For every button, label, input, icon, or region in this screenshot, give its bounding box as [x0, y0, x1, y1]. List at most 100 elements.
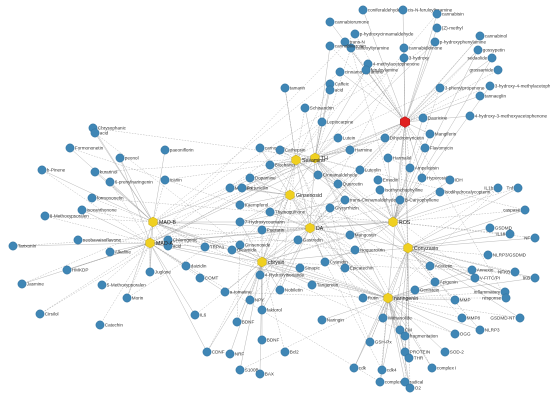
network-node[interactable]: cannabisin [432, 9, 464, 19]
hub-node[interactable]: MAO-A [145, 237, 174, 249]
node-circle[interactable] [257, 335, 267, 345]
network-node[interactable]: Gastrodin [293, 235, 323, 245]
network-node[interactable]: 3-hydroxy [399, 53, 430, 63]
node-circle[interactable] [345, 145, 355, 155]
network-node[interactable]: feruloylamine [361, 65, 399, 75]
node-circle[interactable] [399, 53, 409, 63]
node-circle[interactable] [475, 31, 485, 41]
network-node[interactable]: trans-N [340, 37, 365, 47]
network-node[interactable]: coniferaldehyde [358, 5, 401, 15]
network-node[interactable]: formononetin [87, 193, 124, 203]
node-circle[interactable] [320, 257, 330, 267]
node-circle[interactable] [255, 369, 265, 379]
node-circle[interactable] [345, 230, 355, 240]
node-circle[interactable] [255, 143, 265, 153]
network-node[interactable]: IKB [523, 273, 540, 283]
network-node[interactable]: faktorol [257, 305, 282, 315]
network-node[interactable]: TRPA1 [200, 242, 225, 252]
hub-node[interactable]: Ginsenosid [285, 189, 322, 201]
network-node[interactable]: isoxanthonone [77, 205, 117, 215]
network-node[interactable]: Alkaline [105, 247, 132, 257]
node-circle[interactable] [425, 261, 435, 271]
network-node[interactable]: Dopamine [245, 173, 276, 183]
network-node[interactable]: Biochanin [265, 160, 296, 170]
node-circle[interactable] [432, 23, 442, 33]
hub-node[interactable]: ROS [388, 216, 411, 228]
network-node[interactable]: Hyperoside [417, 173, 451, 183]
node-circle[interactable] [380, 133, 390, 143]
network-node[interactable]: Ampelopsin [405, 163, 439, 173]
node-circle[interactable] [365, 337, 375, 347]
node-circle[interactable] [395, 195, 405, 205]
network-node[interactable]: S100B [235, 365, 259, 375]
node-circle[interactable] [17, 279, 27, 289]
node-circle[interactable] [190, 310, 200, 320]
node-circle[interactable] [404, 353, 414, 363]
network-node[interactable]: GSDMD-NT [490, 313, 525, 323]
network-node[interactable]: Mangiferin [425, 129, 457, 139]
network-node[interactable]: carnosine [255, 143, 285, 153]
network-node[interactable]: 5-Methoxypsoralen [97, 280, 147, 290]
network-node[interactable]: acid [90, 128, 109, 138]
node-circle[interactable] [361, 65, 371, 75]
network-node[interactable]: icariin [160, 175, 182, 185]
network-node[interactable]: cdk [349, 363, 367, 373]
network-node[interactable]: Isoquercitrin [350, 245, 385, 255]
node-circle[interactable] [73, 235, 83, 245]
network-node[interactable]: IDH [445, 175, 463, 185]
node-circle[interactable] [467, 265, 477, 275]
network-node[interactable]: b-Pinene [37, 165, 66, 175]
node-circle[interactable] [425, 129, 435, 139]
node-circle[interactable] [255, 270, 265, 280]
node-circle[interactable] [90, 128, 100, 138]
network-node[interactable]: Tarixonin [8, 241, 37, 251]
network-node[interactable]: COMT [195, 273, 219, 283]
node-circle[interactable] [440, 347, 450, 357]
network-node[interactable]: a-tomatine [220, 287, 252, 297]
hub-marker[interactable] [305, 222, 315, 234]
network-node[interactable]: Nobiletin [275, 285, 303, 295]
network-node[interactable]: BDNF [232, 317, 255, 327]
network-node[interactable]: Glycyrrhizin [325, 203, 359, 213]
hub-marker[interactable] [383, 292, 393, 304]
network-node[interactable]: neobavaisoflavone [73, 235, 122, 245]
network-node[interactable]: kurarinol [90, 167, 118, 177]
node-circle[interactable] [87, 193, 97, 203]
hub-node[interactable]: TH [310, 152, 328, 164]
node-circle[interactable] [280, 83, 290, 93]
network-node[interactable]: p-hydroxycinnamaldehyde [350, 29, 414, 39]
node-circle[interactable] [163, 241, 173, 251]
network-node[interactable]: 3-hydroxy-4-methylacetophenone [485, 81, 550, 91]
node-circle[interactable] [470, 273, 480, 283]
node-circle[interactable] [485, 223, 495, 233]
node-circle[interactable] [501, 293, 511, 303]
network-node[interactable]: radical [400, 377, 424, 387]
network-node[interactable]: p-hydroxyphenylamine [430, 37, 487, 47]
network-node[interactable]: fragmentation [400, 331, 439, 341]
hub-node[interactable]: naringenin [383, 292, 419, 304]
network-node[interactable]: 4-hydroxy-3-methoxyacetophenone [465, 111, 548, 121]
node-circle[interactable] [235, 240, 245, 250]
network-node[interactable]: NLRP3 [475, 325, 500, 335]
node-circle[interactable] [395, 325, 405, 335]
network-node[interactable]: Puerarin [257, 225, 285, 235]
hub-node[interactable]: Conyzasin [403, 242, 439, 254]
node-circle[interactable] [115, 153, 125, 163]
network-node[interactable]: complex [375, 377, 403, 387]
hub-marker[interactable] [285, 189, 295, 201]
node-circle[interactable] [265, 160, 275, 170]
network-node[interactable]: 3-phenylpropenone [435, 83, 485, 93]
node-circle[interactable] [257, 305, 267, 315]
network-node[interactable]: gossypetin [473, 45, 505, 55]
network-node[interactable]: Epicatechin [340, 263, 374, 273]
node-circle[interactable] [293, 235, 303, 245]
network-node[interactable]: acid [163, 241, 182, 251]
node-circle[interactable] [383, 153, 393, 163]
network-node[interactable]: CM [395, 325, 412, 335]
network-node[interactable]: MMP8 [457, 313, 481, 323]
node-circle[interactable] [235, 217, 245, 227]
network-node[interactable]: NPY [245, 295, 264, 305]
network-node[interactable]: Morin [122, 293, 144, 303]
node-circle[interactable] [350, 29, 360, 39]
node-circle[interactable] [485, 81, 495, 91]
